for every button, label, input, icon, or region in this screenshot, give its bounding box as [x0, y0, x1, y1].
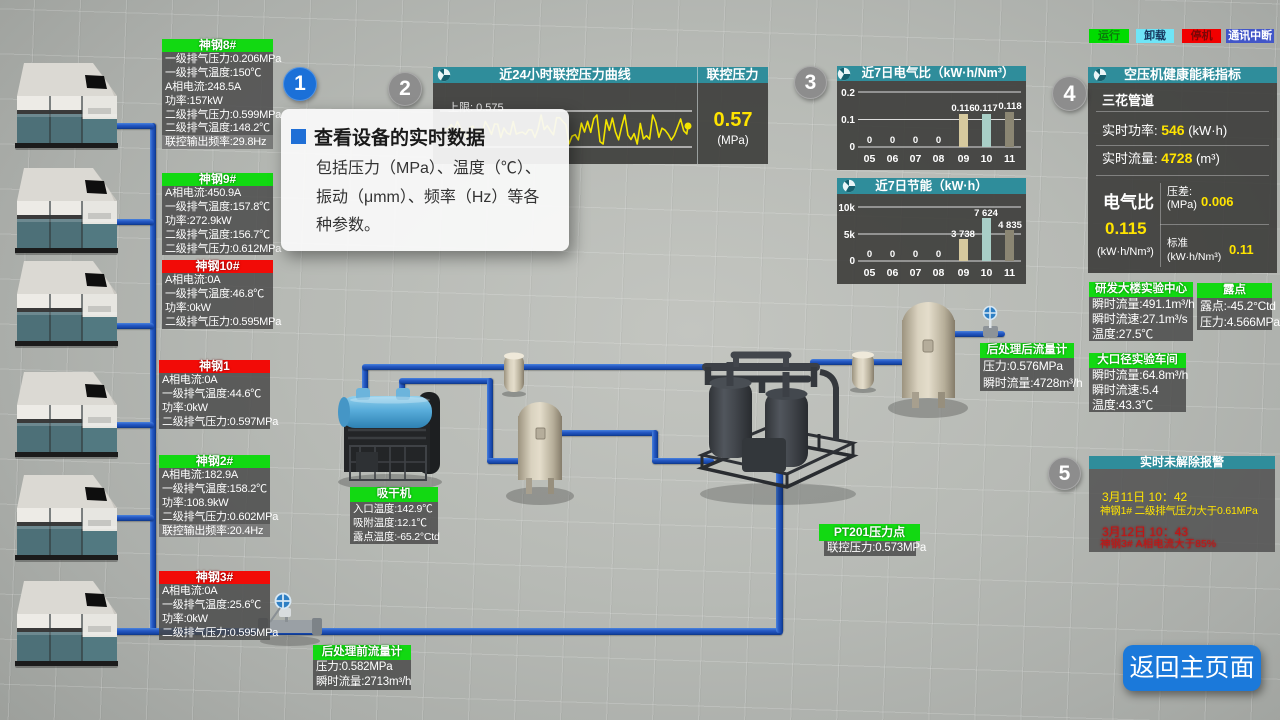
svg-text:10: 10: [981, 153, 993, 165]
svg-text:0: 0: [849, 256, 855, 267]
svg-text:0: 0: [936, 135, 941, 146]
svg-text:0.1: 0.1: [841, 115, 855, 126]
svg-text:0: 0: [890, 249, 895, 260]
svg-text:0.2: 0.2: [841, 88, 855, 99]
svg-text:09: 09: [958, 153, 970, 165]
svg-text:0.116: 0.116: [951, 103, 974, 114]
svg-text:0: 0: [936, 249, 941, 260]
svg-text:11: 11: [1004, 267, 1015, 279]
svg-text:4 835: 4 835: [998, 220, 1022, 231]
svg-text:11: 11: [1004, 153, 1015, 165]
svg-text:7 624: 7 624: [974, 208, 998, 219]
svg-text:0: 0: [867, 135, 872, 146]
svg-text:08: 08: [933, 153, 945, 165]
svg-text:0: 0: [913, 135, 918, 146]
svg-text:5k: 5k: [844, 230, 856, 241]
svg-text:10: 10: [981, 267, 993, 279]
svg-text:06: 06: [887, 267, 899, 279]
svg-text:05: 05: [864, 267, 876, 279]
svg-text:3 738: 3 738: [951, 229, 975, 240]
svg-text:0: 0: [849, 142, 855, 153]
svg-text:07: 07: [910, 267, 922, 279]
svg-text:10k: 10k: [838, 203, 855, 214]
svg-text:09: 09: [958, 267, 970, 279]
svg-text:0: 0: [867, 249, 872, 260]
svg-text:06: 06: [887, 153, 899, 165]
svg-text:07: 07: [910, 153, 922, 165]
svg-text:0: 0: [913, 249, 918, 260]
svg-text:0.118: 0.118: [998, 101, 1021, 112]
svg-text:0.117: 0.117: [974, 103, 997, 114]
svg-text:08: 08: [933, 267, 945, 279]
svg-text:05: 05: [864, 153, 876, 165]
svg-text:0: 0: [890, 135, 895, 146]
